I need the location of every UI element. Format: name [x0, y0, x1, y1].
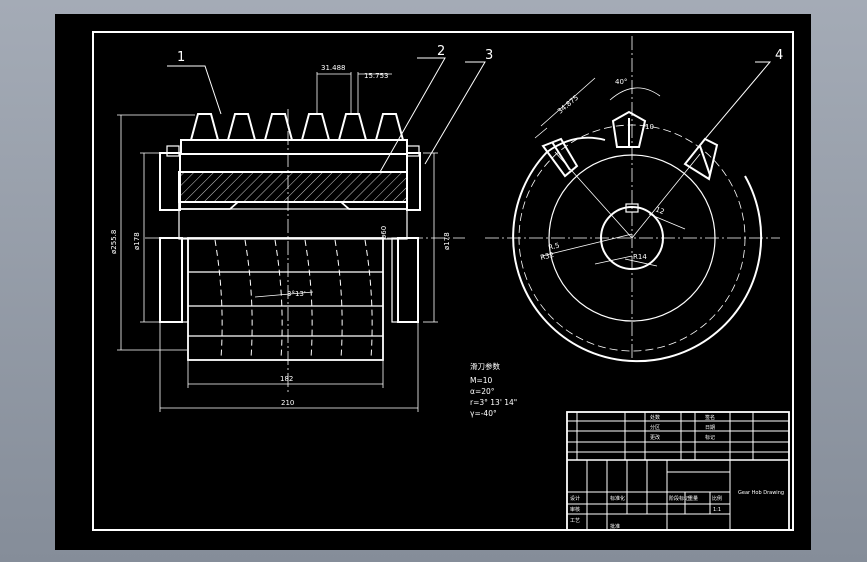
title-cell-3: 签名	[705, 414, 715, 421]
hob-side-view	[117, 57, 486, 412]
part-label-4: 4	[775, 48, 783, 63]
technical-notes: 滑刀参数 M=10 α=20° r=3° 13' 14" γ=-40°	[470, 361, 517, 418]
dim-outer-diameter: ø255.8	[110, 230, 118, 254]
dim-tooth-angle: 40°	[615, 78, 627, 86]
title-cell-1: 分区	[650, 424, 660, 431]
title-mid-1: 标准化	[610, 495, 625, 502]
title-cell-5: 标记	[705, 434, 715, 441]
title-mid-2: 阶段标记	[669, 495, 689, 502]
dim-left-diameter: ø178	[133, 232, 141, 250]
dim-overall-width: 210	[281, 399, 294, 407]
title-cell-2: 更改	[650, 434, 660, 441]
dim-small-a: 12	[654, 205, 665, 216]
dim-radius-b: R32	[540, 251, 555, 262]
title-mid-4: 比例	[712, 495, 722, 502]
notes-line-3: r=3° 13' 14"	[470, 398, 517, 407]
notes-line-1: M=10	[470, 376, 493, 385]
title-part-name: Gear Hob Drawing	[738, 490, 784, 496]
dim-helix-angle: 3°13'	[287, 290, 306, 298]
part-label-3: 3	[485, 48, 493, 63]
dim-pitch: 31.488	[321, 64, 346, 72]
notes-line-2: α=20°	[470, 387, 495, 396]
dim-tooth-width: 10	[645, 123, 654, 131]
dim-small-b: R14	[633, 253, 647, 261]
drawing-frame	[92, 31, 794, 531]
title-low-2: 批准	[610, 523, 620, 530]
hob-end-view	[485, 36, 780, 363]
dim-offset: 15.753	[364, 72, 389, 80]
title-low-0: 审核	[570, 506, 580, 513]
title-cell-0: 处数	[650, 414, 660, 421]
notes-heading: 滑刀参数	[470, 361, 500, 371]
dim-right-diameter: ø178	[443, 232, 451, 250]
title-low-3: 1:1	[713, 507, 721, 513]
engineering-drawing: 1 2 3 4 31.488 15.753 ø255.8 ø178 ø178 ø…	[92, 31, 794, 531]
title-mid-0: 设计	[570, 495, 580, 502]
part-label-2: 2	[437, 44, 445, 59]
title-block	[566, 411, 790, 531]
title-low-1: 工艺	[570, 518, 580, 524]
title-cell-4: 日期	[705, 425, 715, 431]
title-mid-3: 重量	[688, 495, 698, 502]
dim-inner-width: 182	[280, 375, 293, 383]
part-label-1: 1	[177, 50, 185, 65]
dim-bore-side: ø60	[380, 226, 388, 239]
drawing-canvas[interactable]: 1 2 3 4 31.488 15.753 ø255.8 ø178 ø178 ø…	[55, 14, 811, 550]
notes-line-4: γ=-40°	[470, 409, 497, 418]
dim-arc-length: 34.875	[556, 94, 580, 116]
dim-radius-a: R.5	[548, 241, 561, 251]
